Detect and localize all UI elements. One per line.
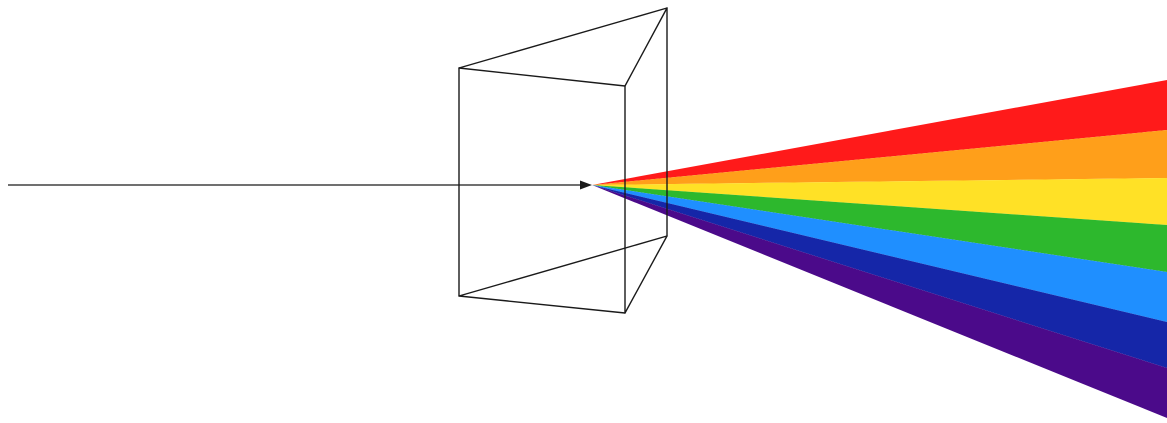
incident-ray	[8, 181, 592, 190]
spectrum-fan	[592, 80, 1167, 418]
prism-bottom-face	[459, 236, 667, 313]
prism	[459, 8, 667, 313]
prism-top-face	[459, 8, 667, 86]
arrowhead-icon	[580, 181, 592, 190]
